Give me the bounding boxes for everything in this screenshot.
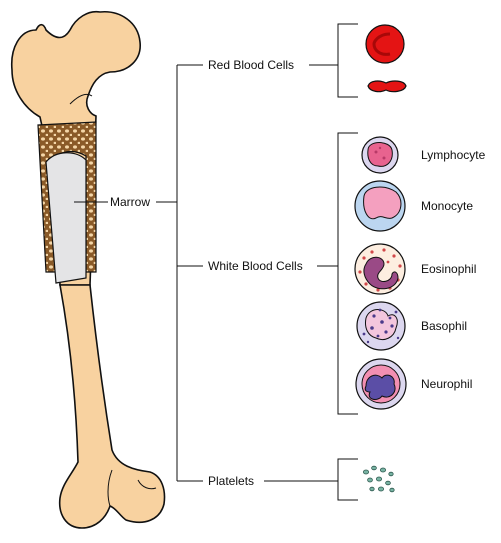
label-monocyte: Monocyte [421,199,473,213]
lymphocyte-cell [361,136,399,174]
label-lymphocyte: Lymphocyte [421,148,486,162]
femur-illustration [11,10,166,529]
connector-lines [74,23,358,501]
neutrophil-cell [355,358,407,410]
neck-line [69,93,93,105]
eosinophil-cell [354,243,406,295]
bracket-white [337,132,358,415]
red-blood-cell-side [367,80,407,93]
label-marrow: Marrow [110,195,150,209]
label-eosinophil: Eosinophil [421,262,476,276]
red-blood-cell-top [365,24,405,64]
bracket-platelets [337,458,358,501]
monocyte-cell [354,180,406,232]
femur-lower [58,284,166,529]
label-basophil: Basophil [421,319,467,333]
label-white-blood-cells: White Blood Cells [208,259,303,273]
bracket-red [337,23,358,98]
label-red-blood-cells: Red Blood Cells [208,58,294,72]
basophil-cell [356,301,406,351]
platelets-cluster [362,465,395,493]
condyle-line [107,469,113,507]
marrow-cavity [45,152,87,284]
label-neurophil: Neurophil [421,377,472,391]
label-platelets: Platelets [208,474,254,488]
condyle-notch [137,479,157,490]
